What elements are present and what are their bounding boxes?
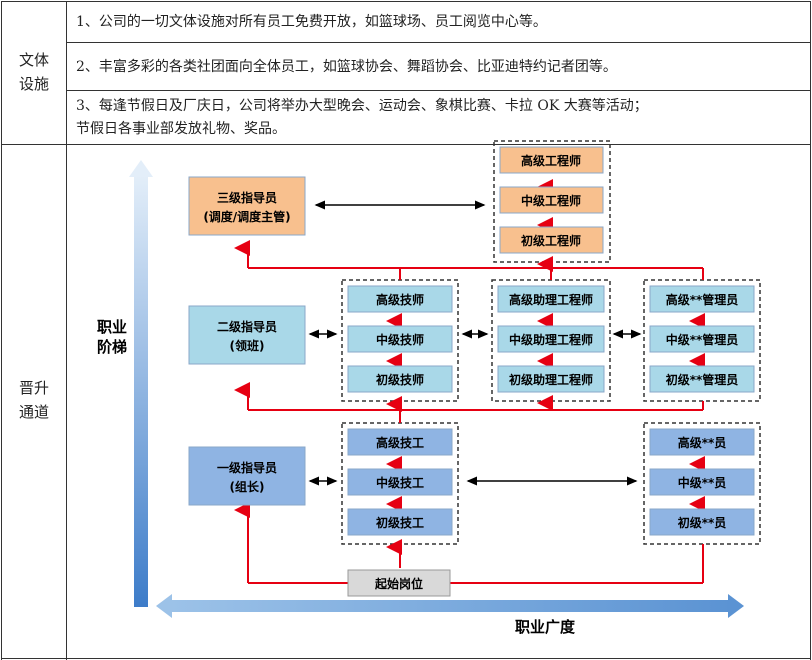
svg-text:初级技师: 初级技师 xyxy=(376,372,424,387)
assistant-engineer-mid: 中级助理工程师 xyxy=(497,325,605,353)
facility-item-3-cont: 节假日各事业部发放礼物、奖品。 xyxy=(76,121,286,137)
svg-text:中级技师: 中级技师 xyxy=(376,332,424,347)
facility-item-2: 2、丰富多彩的各类社团面向全体员工，如篮球协会、舞蹈协会、比亚迪特约记者团等。 xyxy=(76,59,617,75)
manager-mid: 中级**管理员 xyxy=(649,325,755,353)
svg-text:中级**管理员: 中级**管理员 xyxy=(666,332,739,347)
red-connectors xyxy=(248,267,704,584)
svg-text:高级工程师: 高级工程师 xyxy=(521,153,581,168)
technician-junior: 初级技师 xyxy=(347,365,453,393)
level2-box: 二级指导员 (领班) xyxy=(188,305,306,365)
table-border-left xyxy=(1,1,2,660)
svg-text:高级**员: 高级**员 xyxy=(678,435,727,450)
svg-text:高级**管理员: 高级**管理员 xyxy=(666,292,739,307)
svg-text:(调度/调度主管): (调度/调度主管) xyxy=(203,209,290,224)
vertical-axis-arrow xyxy=(129,160,153,607)
svg-text:初级**员: 初级**员 xyxy=(678,515,727,530)
assistant-engineer-senior: 高级助理工程师 xyxy=(497,285,605,313)
level1-box: 一级指导员 (组长) xyxy=(188,446,306,506)
svg-text:初级**管理员: 初级**管理员 xyxy=(666,372,739,387)
engineer-junior: 初级工程师 xyxy=(499,226,604,254)
section-label-promotion: 晋升 通道 xyxy=(18,379,49,421)
staff-mid: 中级**员 xyxy=(649,468,755,496)
table-row-divider-1 xyxy=(66,42,811,43)
technician-mid: 中级技师 xyxy=(347,325,453,353)
facility-item-3: 3、每逢节假日及厂庆日，公司将举办大型晚会、运动会、象棋比赛、卡拉 OK 大赛等… xyxy=(76,98,648,114)
svg-text:高级技师: 高级技师 xyxy=(376,292,424,307)
table-border-right xyxy=(810,1,811,660)
svg-text:三级指导员: 三级指导员 xyxy=(217,190,277,205)
table-row-divider-2 xyxy=(66,90,811,91)
manager-junior: 初级**管理员 xyxy=(649,365,755,393)
svg-text:初级技工: 初级技工 xyxy=(376,515,424,530)
svg-text:起始岗位: 起始岗位 xyxy=(374,576,423,591)
svg-text:中级助理工程师: 中级助理工程师 xyxy=(509,332,593,347)
staff-junior: 初级**员 xyxy=(649,508,755,536)
svg-text:初级工程师: 初级工程师 xyxy=(521,233,581,248)
table-section-divider xyxy=(1,144,811,145)
manager-senior: 高级**管理员 xyxy=(649,285,755,313)
table-col-divider xyxy=(66,1,67,660)
svg-text:中级**员: 中级**员 xyxy=(678,475,727,490)
staff-senior: 高级**员 xyxy=(649,428,755,456)
svg-text:(领班): (领班) xyxy=(230,338,265,353)
svg-text:二级指导员: 二级指导员 xyxy=(217,319,277,334)
table-border-bottom xyxy=(1,658,811,659)
facility-item-1: 1、公司的一切文体设施对所有员工免费开放，如篮球场、员工阅览中心等。 xyxy=(76,14,547,30)
axis-label-horizontal: 职业广度 xyxy=(515,618,576,636)
svg-text:一级指导员: 一级指导员 xyxy=(217,460,277,475)
technician-senior: 高级技师 xyxy=(347,285,453,313)
svg-text:初级助理工程师: 初级助理工程师 xyxy=(509,372,593,387)
horizontal-axis-arrow xyxy=(156,594,744,618)
start-position-box: 起始岗位 xyxy=(347,569,451,597)
assistant-engineer-junior: 初级助理工程师 xyxy=(497,365,605,393)
worker-senior: 高级技工 xyxy=(347,428,453,456)
table-border-top xyxy=(1,1,811,2)
svg-text:(组长): (组长) xyxy=(230,479,265,494)
svg-text:中级工程师: 中级工程师 xyxy=(521,193,581,208)
engineer-mid: 中级工程师 xyxy=(499,186,604,214)
red-arrows xyxy=(234,179,705,583)
svg-text:高级技工: 高级技工 xyxy=(376,435,424,450)
lateral-arrows xyxy=(308,200,642,486)
engineer-senior: 高级工程师 xyxy=(499,146,604,174)
worker-mid: 中级技工 xyxy=(347,468,453,496)
worker-junior: 初级技工 xyxy=(347,508,453,536)
svg-text:中级技工: 中级技工 xyxy=(376,475,424,490)
level3-box: 三级指导员 (调度/调度主管) xyxy=(188,176,306,236)
axis-label-vertical-1: 职业 xyxy=(97,318,127,336)
axis-label-vertical-2: 阶梯 xyxy=(97,338,127,356)
svg-text:高级助理工程师: 高级助理工程师 xyxy=(509,292,593,307)
section-label-facilities: 文体 设施 xyxy=(18,51,49,93)
